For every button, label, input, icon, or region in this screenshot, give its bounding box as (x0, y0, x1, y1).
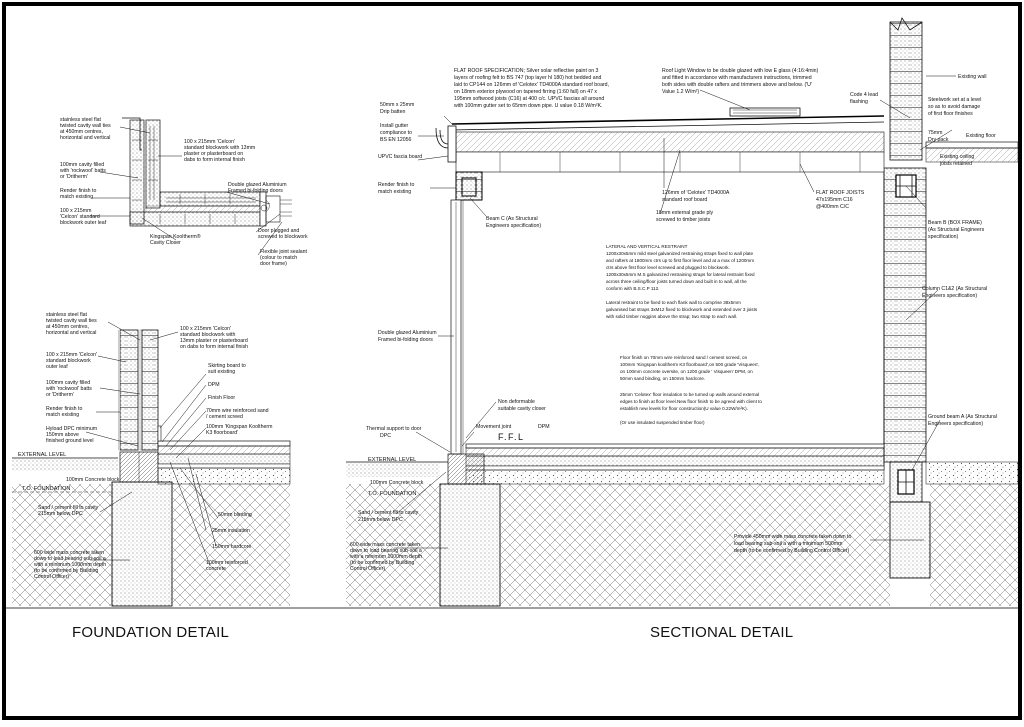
sd-flat-roof-spec: FLAT ROOF SPECIFICATION; Silver solar re… (454, 68, 609, 109)
fd-sec-inner-note: 100 x 215mm 'Celcon'standard blockwork w… (180, 326, 248, 350)
foundation-section-detail (12, 329, 291, 607)
sd-beam-b: Beam B (BOX FRAME)(As Structural Enginee… (928, 220, 985, 240)
sd-concrete-block: 100mm Concrete block (370, 480, 424, 486)
sd-celotex-floor: 25mm 'Celotex' floor insulation to be tu… (620, 392, 762, 411)
fd-sec-screed-note: 70mm wire reinforced sand/ cement screed (206, 408, 269, 420)
fd-sec-dpm-note: DPM (208, 382, 220, 388)
sectional-detail (346, 17, 1019, 607)
sd-roof-light: Roof Light Window to be double glazed wi… (662, 68, 819, 95)
fd-plan-closer-note: Kingspan Kooltherm®Cavity Closer (150, 233, 201, 246)
sd-existing-wall: Existing wall (958, 74, 987, 80)
fd-sec-insulation: 25mm insulation (212, 528, 250, 534)
plan-corner-detail (122, 117, 292, 227)
fd-sec-concrete-block: 100mm Concrete block (66, 477, 120, 483)
leader-lines (85, 75, 956, 566)
foundation-detail-title: FOUNDATION DETAIL (72, 624, 229, 641)
sd-provide: Provide 450mm wide mass concrete taken d… (734, 534, 851, 554)
fd-sec-hardcore: 150mm hardcore (212, 544, 251, 550)
sd-dpm: DPM (538, 424, 550, 430)
fd-sec-ext-level: EXTERNAL LEVEL (18, 452, 66, 458)
sd-fascia: UPVC fascia board (378, 154, 422, 160)
sd-existing-floor: Existing floor (966, 133, 996, 139)
sd-timber-floor: (Or use insulated suspended timber floor… (620, 420, 705, 425)
sectional-detail-title: SECTIONAL DETAIL (650, 624, 793, 641)
sd-ext-level: EXTERNAL LEVEL (368, 457, 416, 463)
sd-to-foundation: T.O. FOUNDATION (368, 491, 416, 497)
fd-sec-finish-floor-note: Finish Floor (208, 395, 235, 401)
sd-floor-finish: Floor finish on 70mm wire reinforced san… (620, 355, 760, 381)
sd-movement: Movement joint (476, 424, 512, 430)
fd-plan-inner-leaf-note: 100 x 215mm 'Celcon'standard blockwork w… (184, 139, 255, 163)
sd-ffl: F.F.L (498, 432, 525, 442)
fd-sec-to-foundation: T.O. FOUNDATION (22, 486, 70, 492)
fd-sec-blinding: 50mm blinding (218, 512, 252, 518)
